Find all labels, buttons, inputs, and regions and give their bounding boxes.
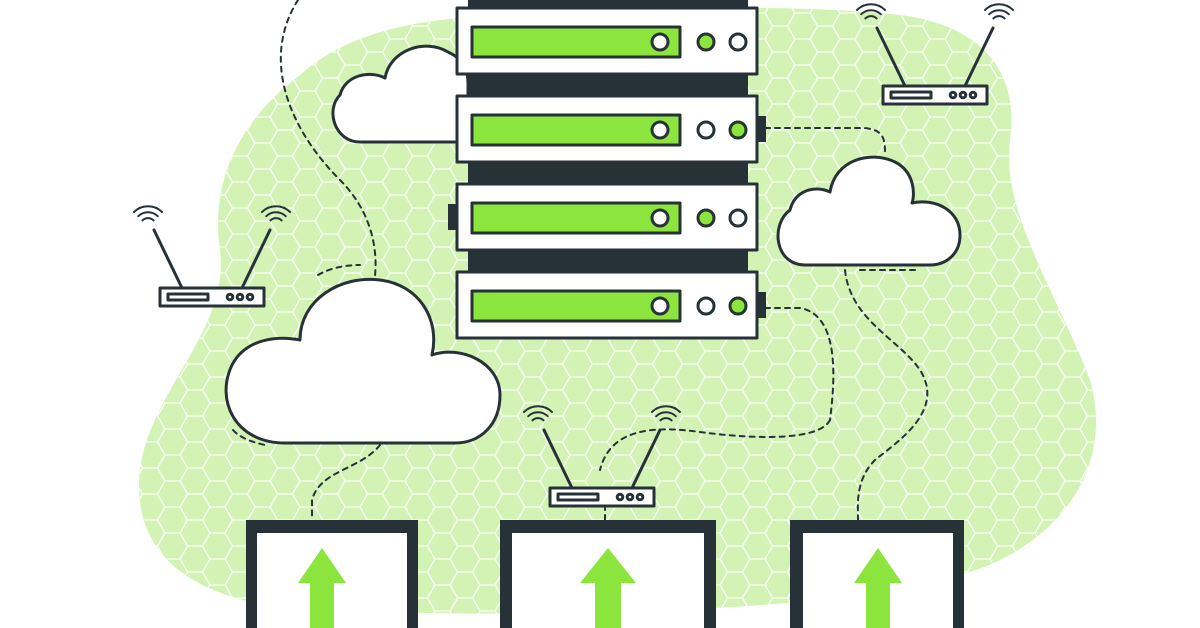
- antenna: [542, 428, 574, 490]
- server-unit: [455, 94, 766, 164]
- status-light: [728, 208, 748, 228]
- wifi-signal-icon: [133, 205, 163, 222]
- connection-lines: [232, 0, 929, 521]
- drive-bay: [470, 201, 682, 235]
- connection-line: [317, 264, 361, 276]
- cloud-right: [776, 155, 962, 267]
- drive-knob: [650, 32, 670, 52]
- cloud-bottom-left: [224, 277, 502, 445]
- upload-arrow-icon: [854, 548, 902, 628]
- server-units: [448, 6, 766, 340]
- router-top-right: [856, 3, 1014, 106]
- status-light: [728, 296, 748, 316]
- wifi-signal-icon: [856, 3, 886, 20]
- upload-devices: [246, 520, 964, 628]
- connection-line: [232, 429, 266, 446]
- router-center: [523, 405, 681, 508]
- status-light: [696, 32, 716, 52]
- wifi-signal-icon: [651, 405, 681, 422]
- server-unit: [455, 270, 766, 340]
- status-light: [696, 120, 716, 140]
- connection-line: [311, 444, 381, 521]
- cloud-icon: [224, 277, 502, 445]
- cloud-icon: [776, 155, 962, 267]
- status-light: [696, 208, 716, 228]
- antenna: [240, 228, 272, 290]
- server-unit: [448, 182, 759, 252]
- drive-knob: [650, 296, 670, 316]
- antenna: [630, 428, 662, 490]
- connection-line: [764, 307, 835, 421]
- antenna: [875, 26, 907, 88]
- device-left: [246, 520, 418, 628]
- connection-line: [599, 419, 831, 471]
- drive-bay: [470, 289, 682, 323]
- drive-bay: [470, 25, 682, 59]
- server-unit: [455, 6, 759, 76]
- connection-line: [279, 0, 377, 301]
- drive-bay: [470, 113, 682, 147]
- status-light: [728, 32, 748, 52]
- connection-line: [764, 127, 886, 156]
- device-center: [500, 520, 716, 628]
- antenna: [152, 228, 184, 290]
- router-left: [133, 205, 291, 308]
- drive-knob: [650, 120, 670, 140]
- status-light: [728, 120, 748, 140]
- connection-line: [844, 269, 929, 521]
- server-rack: [448, 0, 766, 340]
- status-light: [696, 296, 716, 316]
- antenna: [963, 26, 995, 88]
- device-right: [790, 520, 964, 628]
- wifi-signal-icon: [523, 405, 553, 422]
- wifi-signal-icon: [984, 3, 1014, 20]
- wifi-signal-icon: [261, 205, 291, 222]
- drive-knob: [650, 208, 670, 228]
- upload-arrow-icon: [298, 548, 346, 628]
- upload-arrow-icon: [580, 548, 636, 628]
